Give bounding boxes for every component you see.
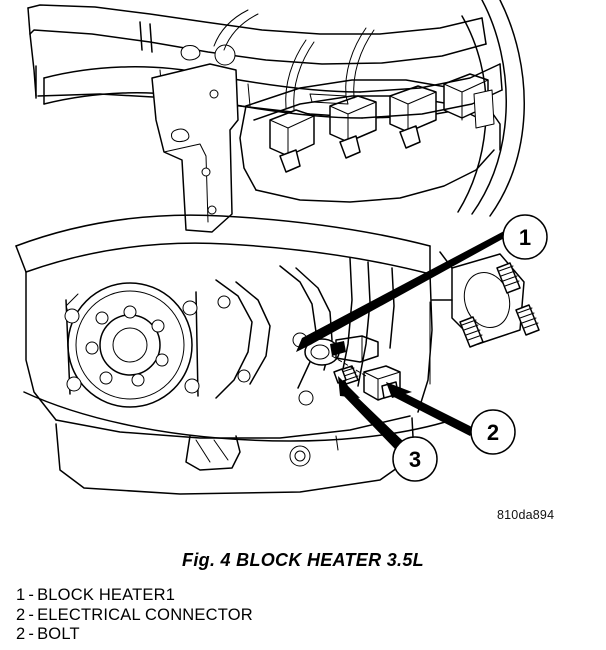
callout-circle-2 — [470, 409, 516, 455]
callout-label-3: 3 — [409, 447, 421, 472]
legend-dash: - — [28, 586, 35, 604]
legend-label: BOLT — [37, 625, 80, 643]
exhaust-flange — [431, 251, 540, 348]
oil-pan — [23, 391, 453, 495]
callout-leaders — [296, 230, 508, 450]
arrowhead-3 — [338, 376, 360, 398]
legend-number: 2 — [16, 625, 26, 643]
legend-number: 2 — [16, 605, 26, 624]
leader-line-2 — [388, 384, 474, 436]
legend-dash: - — [28, 605, 35, 624]
figure-legend: 1-BLOCK HEATER1 2-ELECTRICAL CONNECTOR 2… — [16, 586, 253, 645]
callout-label-1: 1 — [519, 225, 531, 250]
legend-label: ELECTRICAL CONNECTOR — [37, 605, 253, 624]
figure-caption: Fig. 4 BLOCK HEATER 3.5L — [182, 550, 424, 570]
legend-item: 2-ELECTRICAL CONNECTOR — [16, 606, 253, 626]
leader-line-1 — [296, 230, 508, 352]
engine-mount-bracket — [151, 63, 239, 233]
cowl-panel — [27, 4, 487, 119]
callout-circles: 1 2 3 — [392, 214, 548, 482]
engine-line-drawing: .ln{fill:none;stroke:#000;stroke-width:1… — [15, 0, 548, 495]
legend-item: 2-BOLT — [16, 625, 253, 645]
arrowhead-1 — [296, 334, 322, 352]
callout-circle-3 — [392, 436, 438, 482]
legend-dash: - — [28, 625, 35, 643]
figure-image-id: 810da894 — [497, 508, 555, 522]
legend-number: 1 — [16, 586, 26, 604]
bolt — [333, 365, 359, 385]
callout-circle-1 — [502, 214, 548, 260]
flange-studs — [459, 262, 540, 348]
legend-item: 1-BLOCK HEATER1 — [16, 586, 253, 606]
accessory-pulley — [65, 282, 193, 408]
transmission-housing — [457, 0, 526, 217]
legend-label: BLOCK HEATER1 — [37, 586, 176, 604]
callout-label-2: 2 — [487, 420, 499, 445]
arrowhead-2 — [386, 382, 412, 398]
